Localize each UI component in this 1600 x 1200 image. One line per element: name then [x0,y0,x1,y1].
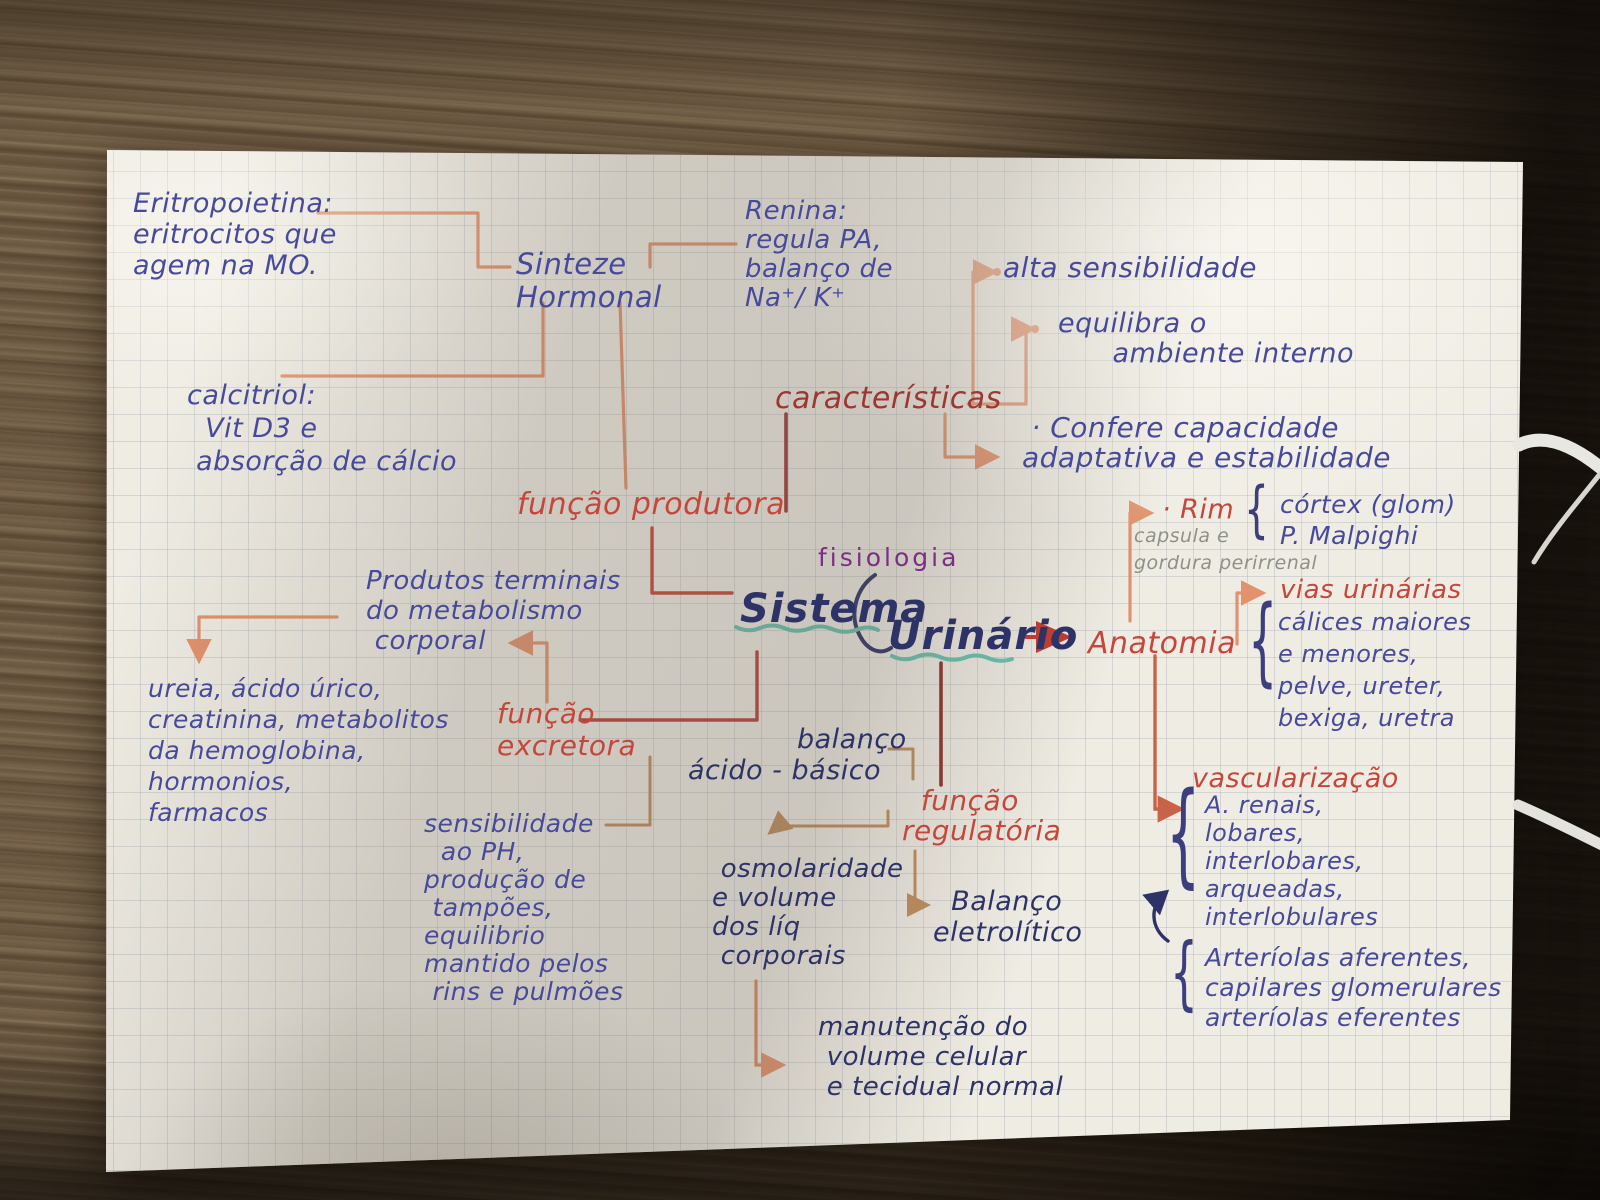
node-funcao-regulatoria: função regulatória [902,784,1062,847]
node-vascularizacao-items: A. renais, lobares, interlobares, arquea… [1205,791,1379,931]
node-funcao-produtora: função produtora [517,487,785,522]
node-alta-sensibilidade: alta sensibilidade [1003,251,1257,284]
node-ureia-lista: ureia, ácido úrico, creatinina, metaboli… [148,674,449,827]
node-rim: · Rim [1162,494,1235,525]
node-anatomia: Anatomia [1088,626,1236,661]
node-vias-items: cálices maiores e menores, pelve, ureter… [1278,608,1472,732]
node-manutencao-volume: manutenção do volume celular e tecidual … [818,1012,1064,1102]
node-arteriolas: Arteríolas aferentes, capilares glomerul… [1205,943,1502,1032]
node-equilibra-ambiente: equilibra o ambiente interno [1058,308,1355,369]
node-calcitriol: calcitriol: Vit D3 e absorção de cálcio [187,380,458,477]
node-balanco-acido-basico: balanço ácido - básico [688,724,907,786]
node-produtos-terminais: Produtos terminais do metabolismo corpor… [366,566,621,656]
node-fisiologia: fisiologia [818,543,960,572]
node-rim-items: córtex (glom) P. Malpighi [1280,490,1456,550]
central-topic-urinario: Urinário [888,613,1079,659]
brace-icon: { [1248,584,1278,697]
node-sensibilidade-ph: sensibilidade ao PH, produção de tampões… [424,809,624,1006]
node-vascularizacao: vascularização [1192,763,1399,794]
node-sintese-hormonal: Sinteze Hormonal [516,247,662,314]
node-renina: Renina: regula PA, balanço de Na⁺/ K⁺ [745,196,894,313]
node-osmolaridade: osmolaridade e volume dos líq corporais [712,854,904,971]
node-funcao-excretora: função excretora [497,697,637,762]
node-confere-capacidade: · Confere capacidade adaptativa e estabi… [1022,411,1392,474]
node-balanco-eletrolitico: Balanço eletrolítico [933,886,1083,948]
central-topic-sistema: Sistema [740,586,929,632]
node-caracteristicas: características [775,381,1002,416]
node-rim-pencil-note: capsula e gordura perirrenal [1134,525,1318,574]
node-eritropoietina: Eritropoietina: eritrocitos que agem na … [133,188,337,281]
brace-icon: { [1244,474,1269,546]
brace-icon: { [1166,768,1201,900]
node-vias-urinarias: vias urinárias [1280,575,1462,605]
brace-icon: { [1170,926,1198,1019]
